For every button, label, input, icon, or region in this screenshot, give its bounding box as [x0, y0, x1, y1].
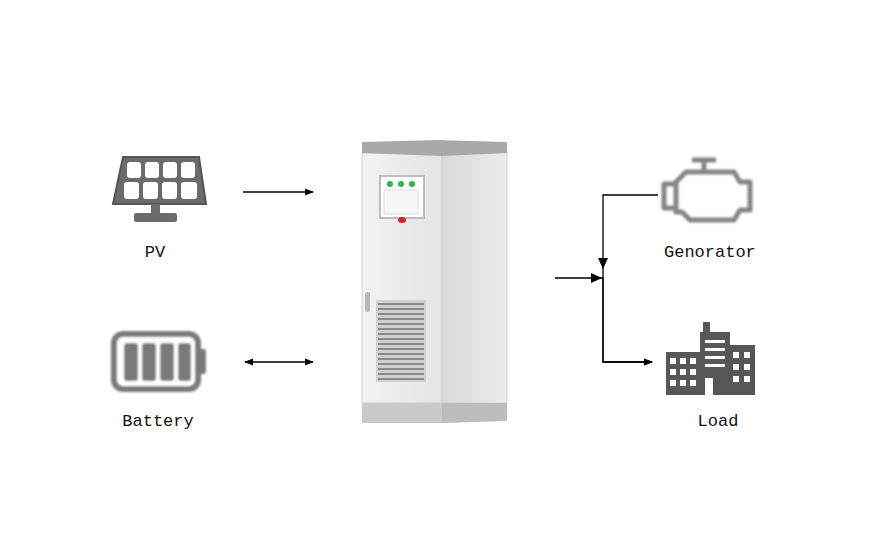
junction-arrowhead [591, 273, 602, 283]
cabinet-node [313, 140, 555, 425]
device-label: Genorator [664, 243, 756, 263]
connector-line [603, 195, 658, 362]
flow-connector [245, 362, 313, 363]
flow-connector [243, 192, 313, 193]
inverter-cabinet [362, 140, 507, 423]
battery-icon [114, 334, 206, 389]
junction-arrowhead [598, 258, 608, 269]
pv-node: PV [67, 150, 243, 263]
load-node: Load [652, 320, 784, 432]
connector-line [245, 361, 313, 362]
pv-icon [113, 157, 206, 222]
flow-connector [598, 195, 658, 362]
device-label: PV [145, 243, 165, 263]
generator-icon [664, 160, 750, 220]
device-label: Load [698, 412, 739, 432]
generator-node: Genorator [658, 150, 762, 263]
connector-line [243, 191, 313, 192]
battery-node: Battery [71, 320, 245, 432]
device-label: Battery [122, 412, 193, 432]
load-icon [666, 322, 755, 395]
